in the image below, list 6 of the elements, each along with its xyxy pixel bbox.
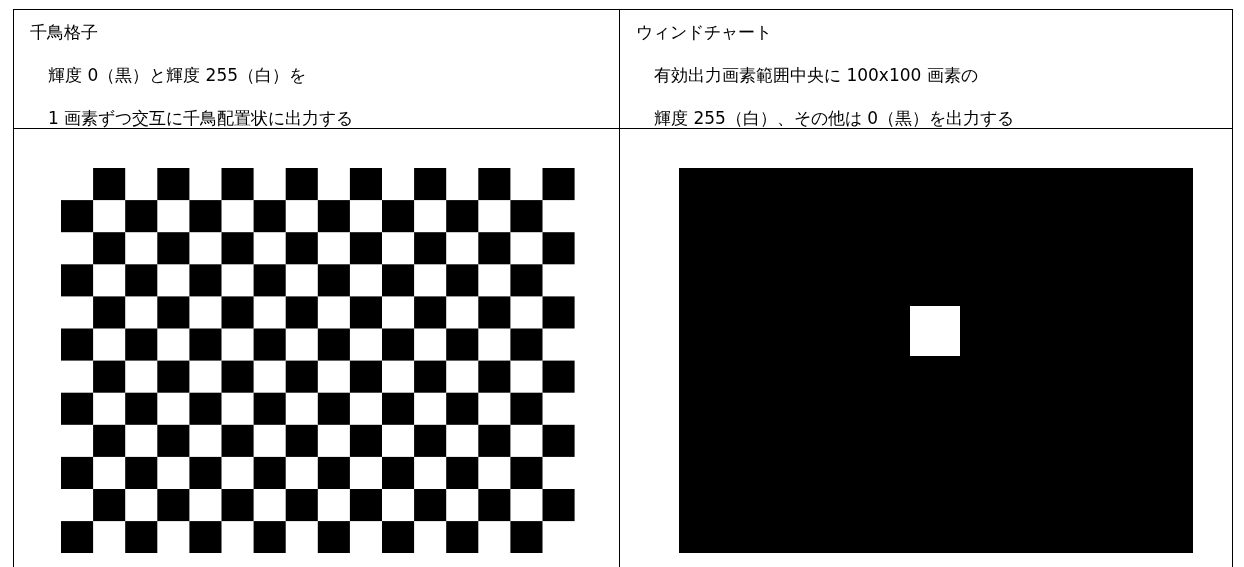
cell-text: 輝度 0（黒）と輝度 255（白）を [48,64,307,86]
cell-heading: ウィンドチャート [636,21,772,43]
cell-heading: 千鳥格子 [30,21,98,43]
cell-text: 有効出力画素範囲中央に 100x100 画素の [654,64,978,86]
cell-text: 1 画素ずつ交互に千鳥配置状に出力する [48,107,354,129]
cell-text: 輝度 255（白）、その他は 0（黒）を出力する [654,107,1015,129]
